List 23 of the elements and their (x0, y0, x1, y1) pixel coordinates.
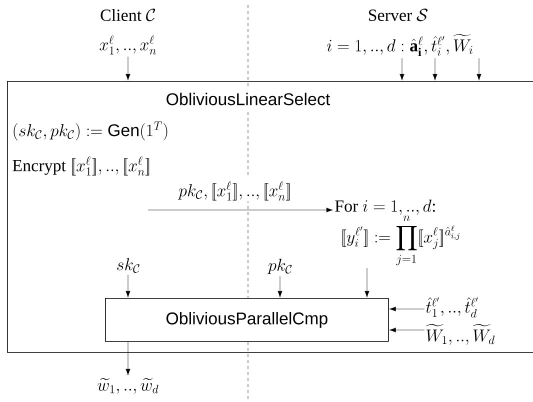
edge-label: $pk_{\mathcal{C}}, [\![ x_1^\ell ]\!], .., [\![ x_n^\ell ]\!]$ (178, 181, 290, 201)
arrow (364, 268, 370, 298)
arrow (278, 276, 282, 298)
arrow (126, 56, 130, 80)
arrow (389, 306, 425, 312)
arrow (126, 342, 130, 376)
arrow (476, 58, 482, 80)
input-text: $\widetilde{W}_1, .., \widetilde{W}_d$ (426, 324, 495, 345)
party-label: $\text{Server } \mathcal{S}$ (368, 8, 428, 22)
arrow (126, 274, 130, 298)
input-text: $\hat{t}_1^{\ell'}, .., \hat{t}_d^{\ell'}$ (426, 297, 478, 318)
input-text: $i = 1, .., d : \hat{\mathbf{a}}_{\mathbf{i}}^\ell, \hat{t}_i^{\ell'}, \widetilde{W}_i$ (327, 34, 472, 56)
loop-text: $\text{For } i = 1, .., d\text{:}$ $[\![ y_i^{\ell'} ]\!] := \prod_{j=1}^{n} [\![ x_j^\ell ]\!]^{\hat{a}_{i,j}^\ell}$ (335, 200, 460, 266)
party-label: $\text{Client } \mathcal{C}$ (100, 8, 156, 22)
subprotocol-box: ObliviousParallelCmp (105, 298, 389, 342)
arrow (400, 58, 404, 80)
key-text: $pk_{\mathcal{C}}$ (267, 258, 292, 274)
key-text: $sk_{\mathcal{C}}$ (117, 258, 140, 273)
arrow (148, 208, 333, 212)
output-text: $\widetilde{w}_1, .., \widetilde{w}_d$ (98, 378, 158, 394)
input-text: $x_1^\ell, .., x_n^\ell$ (100, 35, 156, 55)
arrow (389, 328, 425, 332)
arrow (432, 58, 438, 80)
